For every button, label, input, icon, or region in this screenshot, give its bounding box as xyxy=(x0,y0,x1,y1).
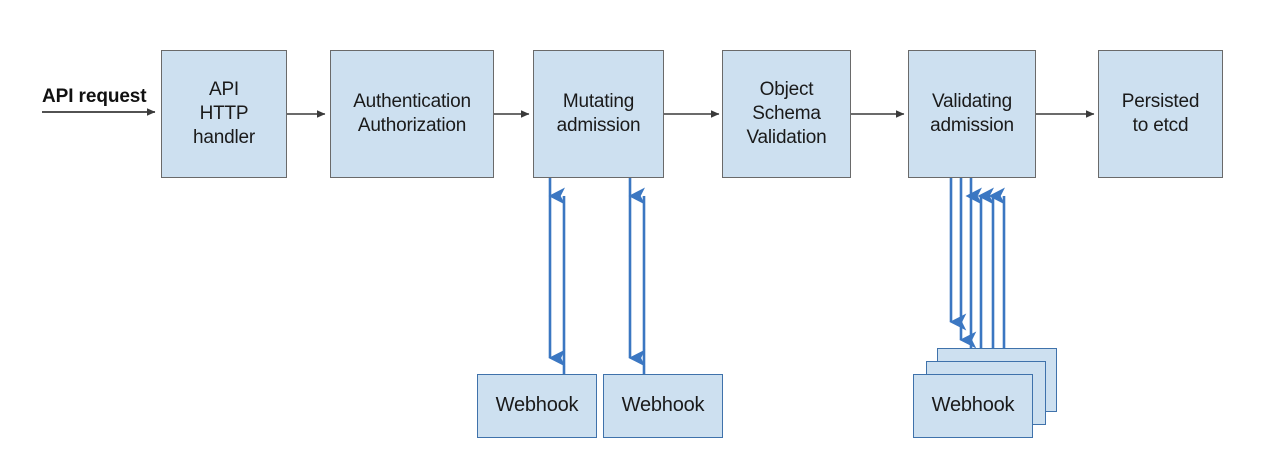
stage-validating-admission[interactable]: Validating admission xyxy=(908,50,1036,178)
mutating-webhook-1[interactable]: Webhook xyxy=(477,374,597,438)
stage-mutating-admission[interactable]: Mutating admission xyxy=(533,50,664,178)
stage-persisted-to-etcd[interactable]: Persisted to etcd xyxy=(1098,50,1223,178)
validating-webhook-call-arrows xyxy=(949,178,987,367)
stage-authentication-authorization[interactable]: Authentication Authorization xyxy=(330,50,494,178)
entry-label: API request xyxy=(42,86,147,107)
mutating-webhook-2[interactable]: Webhook xyxy=(603,374,723,438)
stage-object-schema-validation[interactable]: Object Schema Validation xyxy=(722,50,851,178)
validating-webhook-front[interactable]: Webhook xyxy=(913,374,1033,438)
validating-webhook-response-arrows xyxy=(965,187,1006,372)
stage-api-http-handler[interactable]: API HTTP handler xyxy=(161,50,287,178)
